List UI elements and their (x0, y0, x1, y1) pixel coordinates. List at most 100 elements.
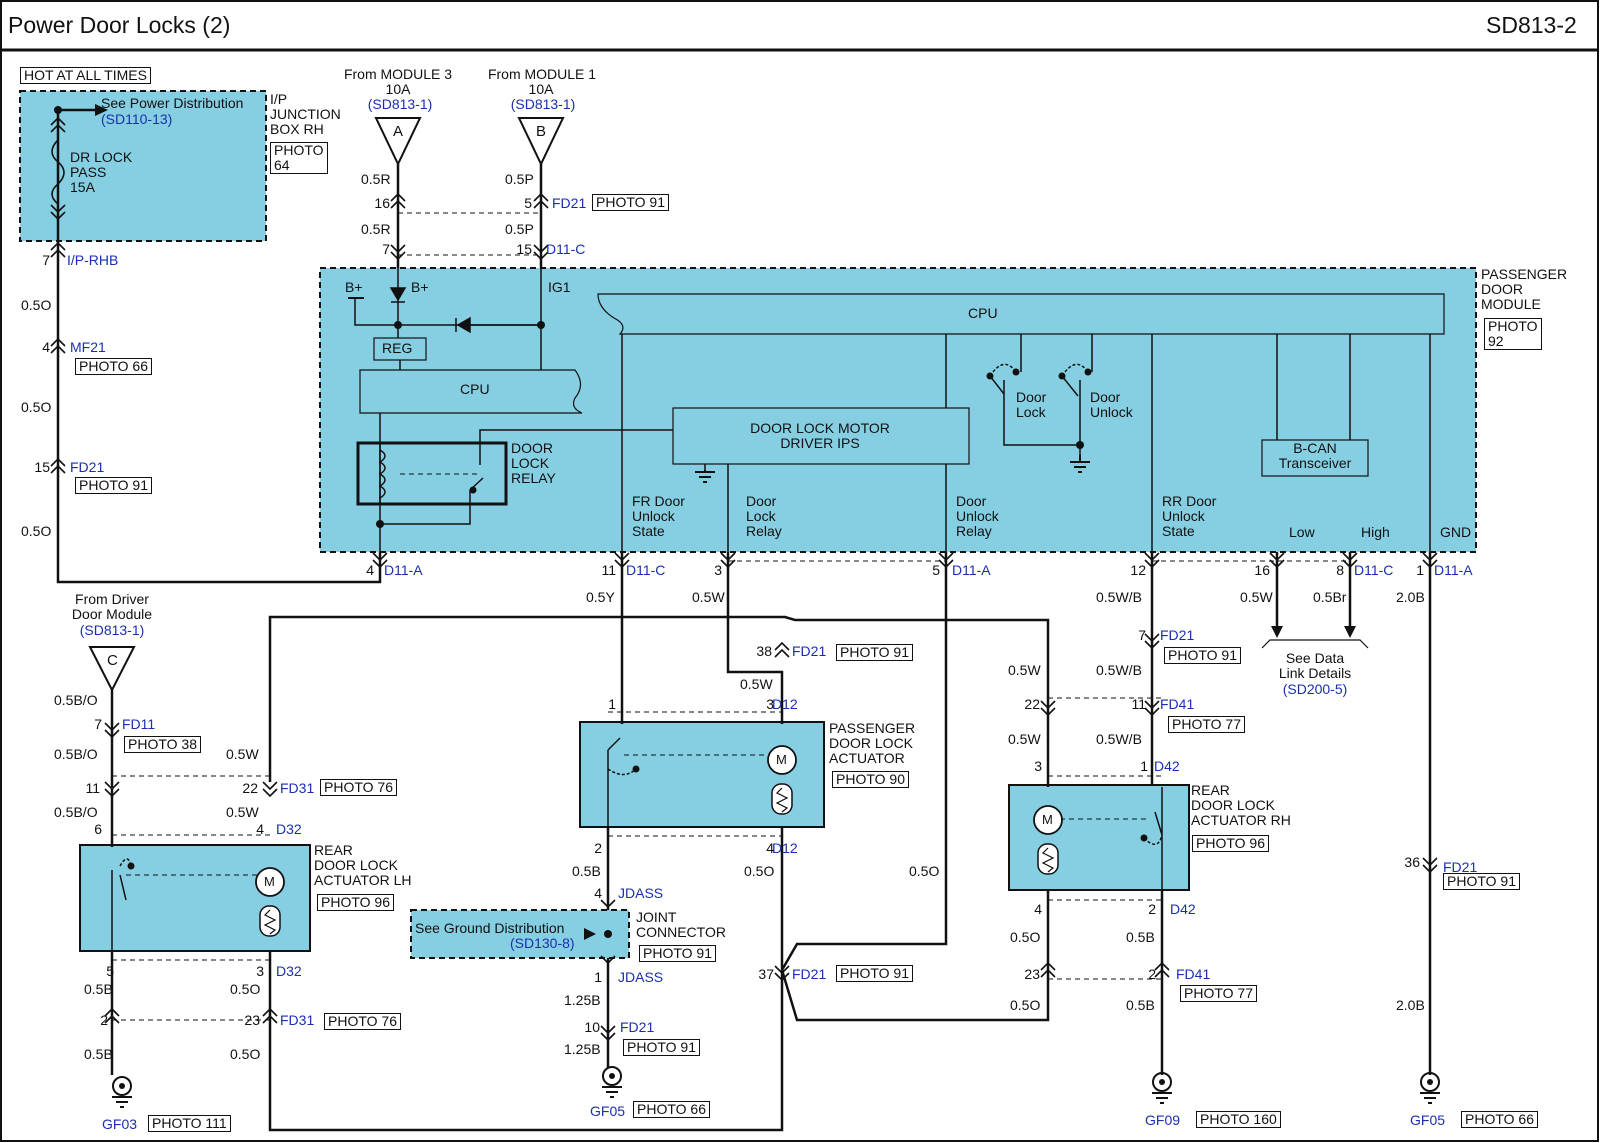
passenger-door-module-label: PASSENGER DOOR MODULE (1481, 266, 1568, 312)
photo-66-left: PHOTO 66 (75, 358, 152, 375)
connector-c-triangle (88, 646, 136, 693)
pin: 22 (1024, 696, 1040, 712)
connector-d11c-top: D11-C (546, 241, 586, 257)
wire-0-5w-f: 0.5W (226, 746, 259, 762)
ground-gf05-center-label: GF05 (590, 1103, 626, 1119)
pin: 4 (594, 885, 602, 901)
diode-horizontal (455, 316, 471, 334)
can-low-label: Low (1289, 524, 1315, 540)
connector-fd41-11: FD41 (1160, 696, 1195, 712)
from-module-3-ref: (SD813-1) (367, 96, 433, 112)
door-lock-relay-label: DOOR LOCK RELAY (511, 440, 556, 486)
wire-0-5p-b: 0.5P (505, 221, 534, 237)
connector-fd41-2: FD41 (1176, 966, 1211, 982)
switch-contacts (111, 363, 1163, 951)
ptc-zigzags (263, 787, 1055, 935)
wire-0-5o-a: 0.5O (21, 297, 52, 313)
pin: 36 (1404, 854, 1420, 870)
data-link-arrow-high (1344, 626, 1356, 638)
pin: 15 (516, 241, 532, 257)
wire-0-5b-a: 0.5B (572, 863, 601, 879)
photo-92-label: PHOTO 92 (1484, 318, 1542, 350)
data-link-bracket (1261, 639, 1369, 649)
connector-mf21: MF21 (70, 339, 106, 355)
see-data-link-label: See Data Link Details (1278, 650, 1352, 681)
wire-0-5b-b: 0.5B (1126, 929, 1155, 945)
connector-fd31-23: FD31 (280, 1012, 315, 1028)
wire-0-5o-b: 0.5O (21, 399, 52, 415)
pin: 7 (94, 716, 102, 732)
page-title: Power Door Locks (2) (8, 12, 231, 38)
relay-coil (378, 449, 386, 499)
pin: 4 (366, 562, 374, 578)
photo-91-7: PHOTO 91 (1164, 647, 1241, 664)
wire-0-5o-h: 0.5O (1010, 997, 1041, 1013)
from-module-3-amp: 10A (385, 81, 411, 97)
see-power-distribution-ref: (SD110-13) (101, 111, 173, 127)
door-lock-relay-block (356, 441, 508, 506)
pin: 22 (242, 780, 258, 796)
ground-gf03-label: GF03 (102, 1116, 138, 1132)
door-lock-switch-label: Door Lock (1016, 389, 1047, 420)
connector-d11a-2: D11-A (952, 562, 991, 578)
photo-96-lh-label: PHOTO 96 (317, 894, 394, 911)
wire-0-5r-a: 0.5R (361, 171, 391, 187)
ground-gf05-right-label: GF05 (1410, 1112, 1446, 1128)
connector-chevrons (50, 116, 1438, 1042)
pin: 7 (42, 252, 50, 268)
pin: 38 (756, 643, 772, 659)
pin: 15 (34, 459, 50, 475)
ip-junction-box-label: I/P JUNCTION BOX RH (270, 91, 341, 137)
pin: 3 (256, 963, 264, 979)
pin: 3 (714, 562, 722, 578)
pin: 3 (1034, 758, 1042, 774)
photo-76-22: PHOTO 76 (320, 779, 397, 796)
connector-fd21-38: FD21 (792, 643, 827, 659)
pin: 2 (594, 840, 602, 856)
connector-d11c-3: D11-C (1354, 562, 1394, 578)
pin: 11 (1131, 696, 1146, 712)
connector-fd21-37: FD21 (792, 966, 827, 982)
wire-0-5w-d: 0.5W (1008, 662, 1041, 678)
pin: 4 (766, 840, 774, 856)
passenger-motor (767, 745, 797, 775)
pin: 1 (594, 969, 602, 985)
pin: 5 (932, 562, 940, 578)
rear-rh-actuator-box (1008, 784, 1190, 891)
wire-1-25b-a: 1.25B (564, 992, 601, 1008)
cpu-left-block (359, 369, 583, 414)
connector-d11c-2: D11-C (626, 562, 666, 578)
photo-91-top: PHOTO 91 (592, 194, 669, 211)
pin: 16 (374, 195, 390, 211)
pin: 1 (1140, 758, 1148, 774)
photo-90-label: PHOTO 90 (832, 771, 909, 788)
photo-38: PHOTO 38 (124, 736, 201, 753)
wire-0-5o-d: 0.5O (744, 863, 775, 879)
wire-0-5bo-c: 0.5B/O (54, 804, 98, 820)
pin: 7 (382, 241, 390, 257)
photo-91-joint-label: PHOTO 91 (639, 945, 716, 962)
power-distribution-arrow (95, 104, 108, 116)
data-link-arrow-low (1271, 626, 1283, 638)
pin: 1 (1416, 562, 1424, 578)
photo-91-left: PHOTO 91 (75, 477, 152, 494)
can-high-label: High (1361, 524, 1390, 540)
wire-0-5o-c: 0.5O (21, 523, 52, 539)
door-unlock-switch-label: Door Unlock (1090, 389, 1133, 420)
from-module-1-ref: (SD813-1) (510, 96, 576, 112)
door-lock-relay-pin-label: Door Lock Relay (746, 493, 782, 539)
ground-gf09-label: GF09 (1145, 1112, 1181, 1128)
see-ground-distribution-label: See Ground Distribution (415, 920, 565, 936)
door-unlock-relay-pin-label: Door Unlock Relay (956, 493, 999, 539)
rear-rh-motor (1033, 805, 1063, 835)
ground-dots (119, 1073, 1433, 1089)
door-lock-motor-driver-label: DOOR LOCK MOTOR DRIVER IPS (750, 420, 890, 451)
wire-0-5wb-c: 0.5W/B (1096, 731, 1142, 747)
photo-96-rh-label: PHOTO 96 (1192, 835, 1269, 852)
internal-wires (354, 268, 1431, 552)
wire-0-5br: 0.5Br (1313, 589, 1347, 605)
see-data-link-ref: (SD200-5) (1282, 681, 1348, 697)
wire-0-5w-c: 0.5W (740, 676, 773, 692)
pin: 4 (42, 339, 50, 355)
connector-d42-2: D42 (1170, 901, 1196, 917)
